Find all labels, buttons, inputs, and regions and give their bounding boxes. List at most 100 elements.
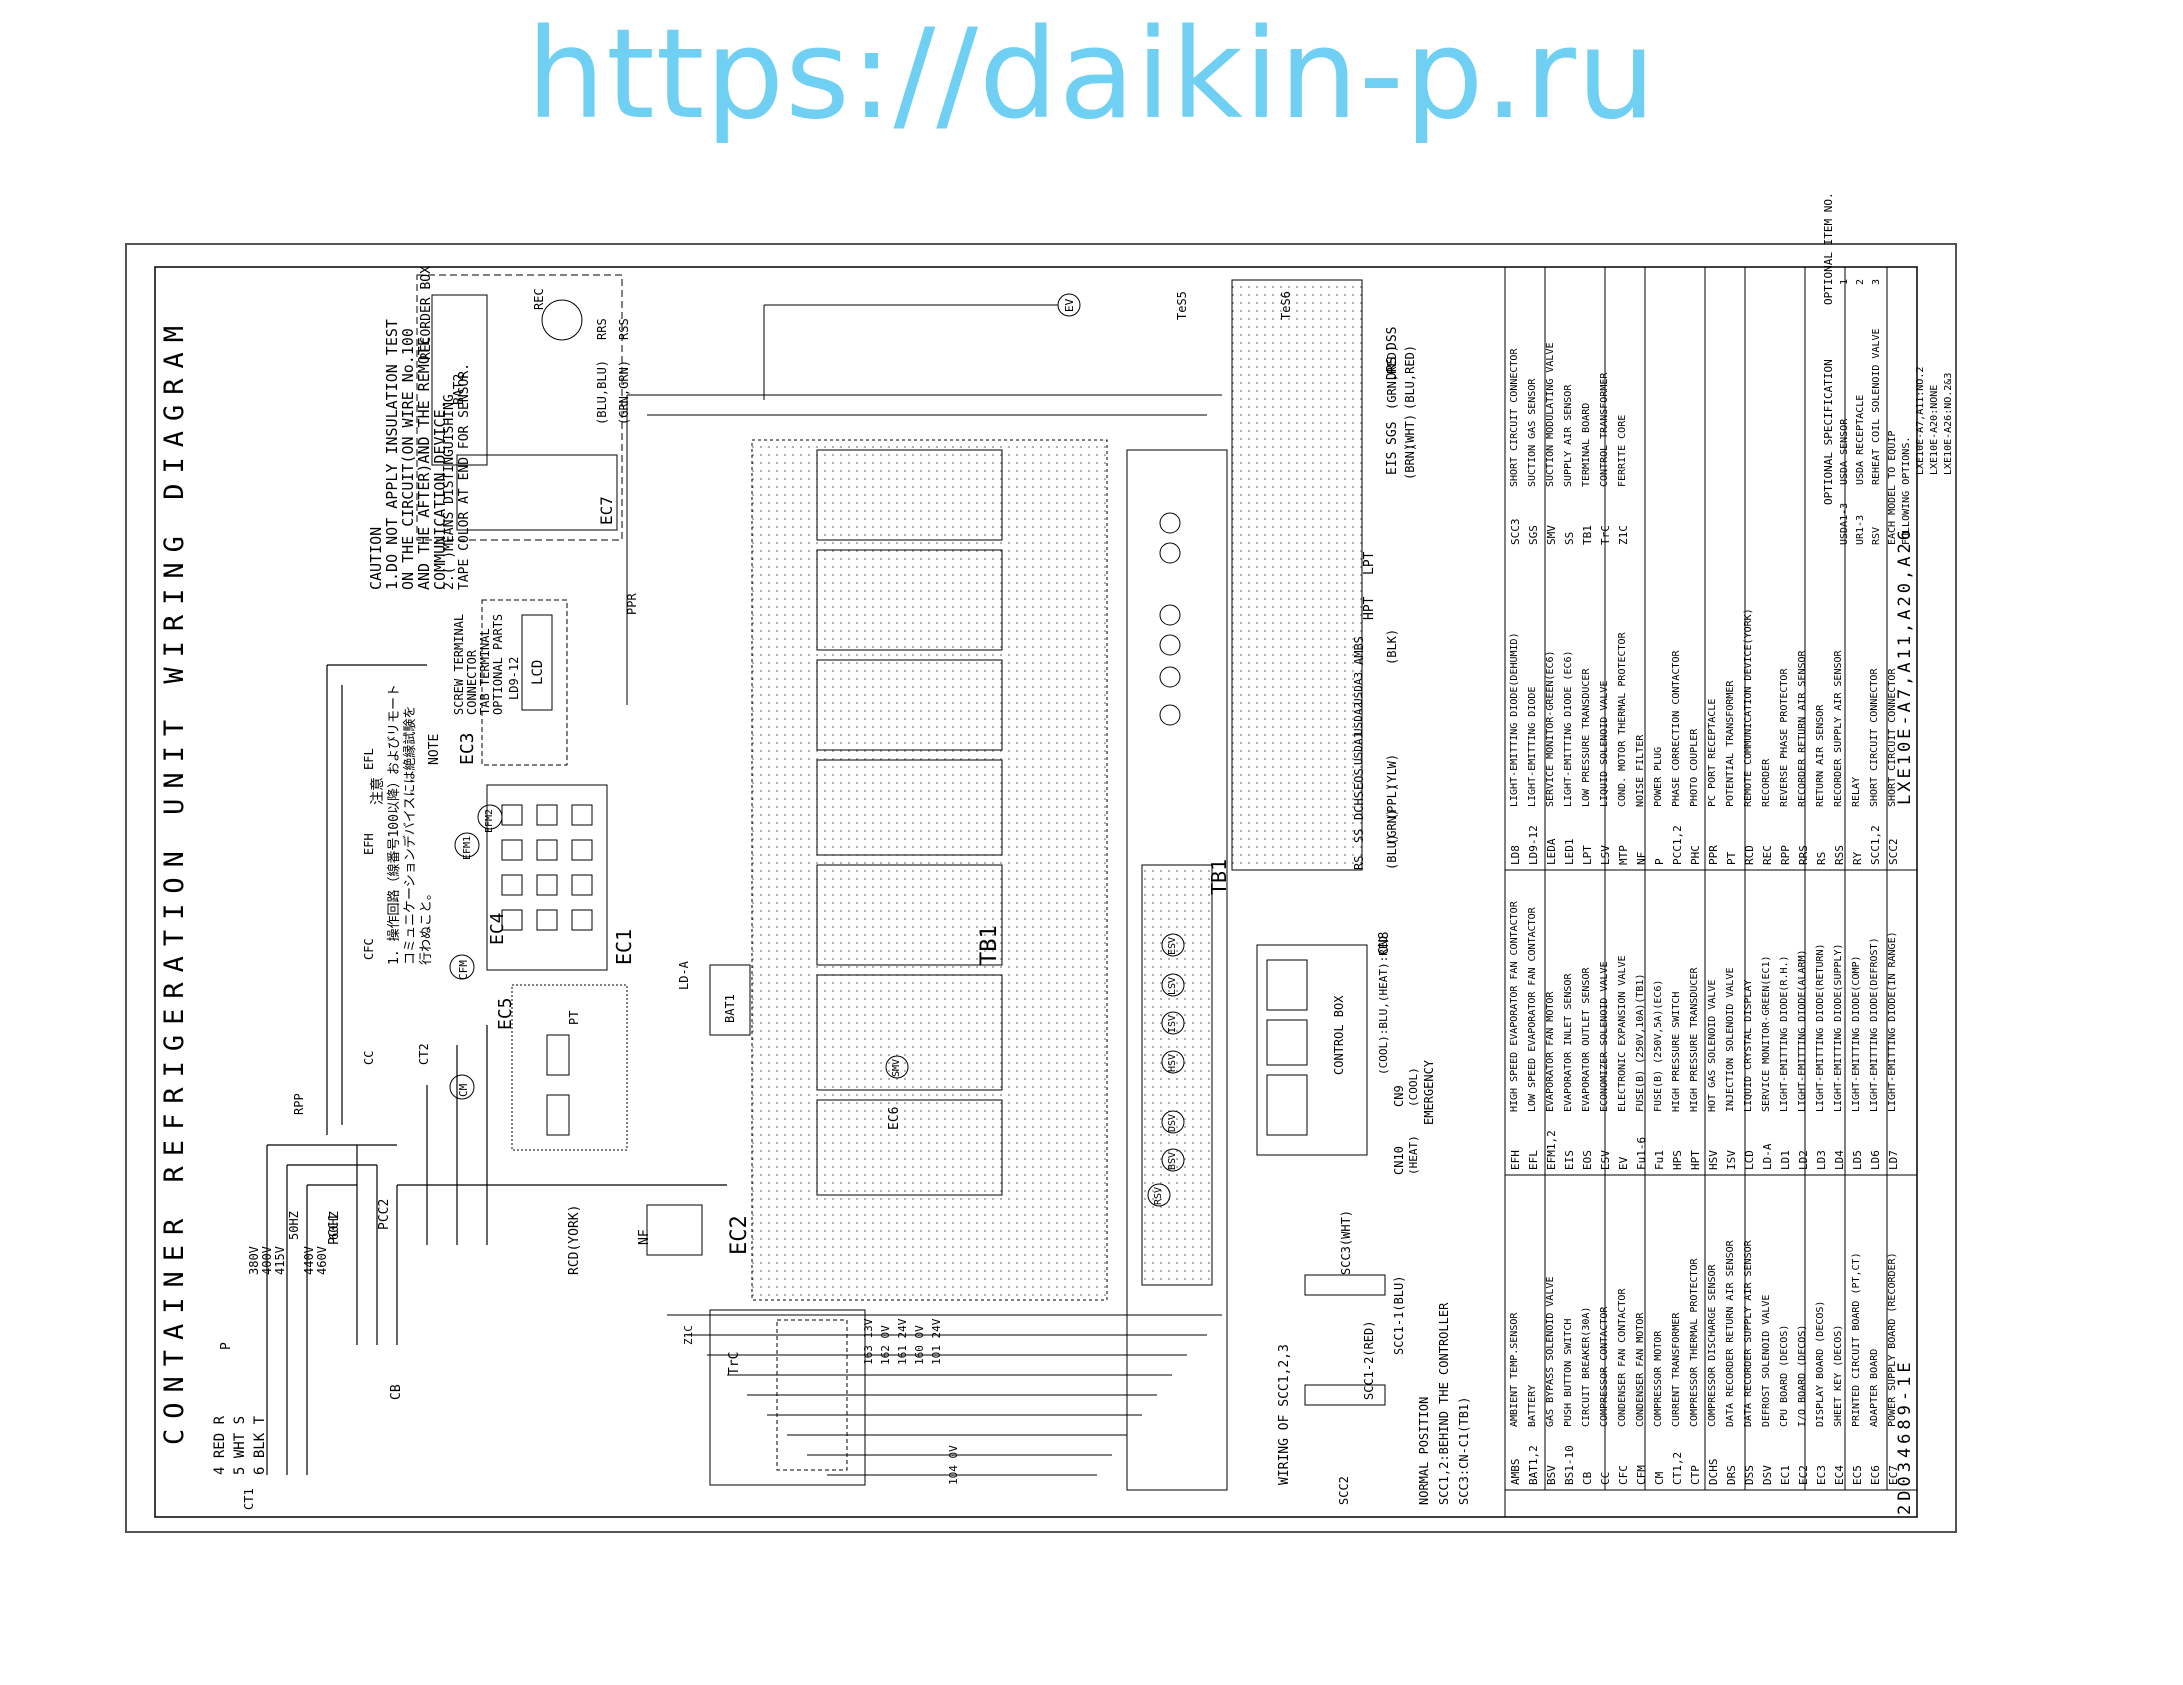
legend-abbrev: RCD: [1743, 845, 1756, 865]
scc-line-4: SCC2: [1337, 1476, 1351, 1505]
sensor-ambs: AMBS: [1352, 636, 1366, 665]
legend-abbrev: CTP: [1689, 1465, 1702, 1485]
legend-description: FUSE(B) (250V,10A)(TB1): [1635, 973, 1646, 1112]
legend-abbrev: SS: [1563, 531, 1576, 545]
sensor-ss: SS: [1352, 828, 1366, 843]
sensor-usda1: USDA1: [1352, 731, 1365, 765]
legend-table-frame: [1504, 266, 1918, 1518]
ppr-label: PPR: [625, 593, 639, 615]
legend-description: DEFROST SOLENOID VALVE: [1761, 1294, 1772, 1427]
sensor-usda2: USDA2: [1352, 701, 1365, 735]
ec2-relay-groups: [816, 449, 1003, 1196]
sensor-lpt: LPT: [1362, 551, 1377, 575]
legend-abbrev: CFC: [1617, 1465, 1630, 1485]
ztc-label: Z1C: [682, 1325, 695, 1345]
legend-abbrev: LD-A: [1761, 1143, 1774, 1171]
sensor-rrs: RRS: [595, 318, 609, 340]
legend-description: SHEET KEY (DECOS): [1833, 1324, 1844, 1427]
tes6-label: TeS6: [1279, 291, 1293, 320]
legend-abbrev: PT: [1725, 851, 1738, 865]
legend-description: I/O BOARD (DECOS): [1797, 1324, 1808, 1427]
scc-line-6: SCC1,2:BEHIND THE CONTROLLER: [1437, 1302, 1451, 1505]
emergency-label: EMERGENCY: [1422, 1059, 1436, 1125]
legend-abbrev: EC6: [1869, 1465, 1882, 1485]
legend-description: COMPRESSOR THERMAL PROTECTOR: [1689, 1258, 1700, 1427]
phase-label-s: 5 WHT S: [232, 1415, 248, 1475]
valve-esv: ESV: [1167, 936, 1178, 955]
control-box-label: CONTROL BOX: [1332, 995, 1346, 1075]
tb1-inner: [1141, 864, 1213, 1286]
tb1-label: TB1: [977, 925, 1002, 965]
sensor-drs: DRS: [1385, 356, 1400, 380]
legend-abbrev: LD4: [1833, 1150, 1846, 1170]
cn9-label: CN9: [1392, 1085, 1406, 1107]
bat2-box: [431, 294, 488, 466]
ec7-label: EC7: [597, 496, 616, 525]
legend-description: RELAY: [1851, 776, 1862, 807]
legend-description: FERRITE CORE: [1617, 414, 1628, 487]
legend-description: RECORDER: [1761, 758, 1772, 807]
control-wires: [626, 394, 1222, 1476]
legend-description: CONTROL TRANSFORMER: [1599, 372, 1610, 487]
legend-description: PHOTO COUPLER: [1689, 728, 1700, 807]
legend-abbrev: REC: [1761, 845, 1774, 865]
cc-label: CC: [362, 1050, 376, 1065]
legend-description: PRINTED CIRCUIT BOARD (PT,CT): [1851, 1252, 1862, 1427]
legend-description: FUSE(B) (250V,5A)(EC6): [1653, 979, 1664, 1112]
volt-380: 380V: [247, 1246, 261, 1275]
legend-abbrev: SCC2: [1887, 838, 1900, 866]
legend-abbrev: EFM1,2: [1545, 1130, 1558, 1170]
nf-box: [646, 1204, 703, 1256]
legend-description: DATA RECORDER RETURN AIR SENSOR: [1725, 1240, 1736, 1427]
ec6-label: EC6: [887, 1106, 902, 1130]
ec7-board: [456, 454, 618, 531]
efm2-label: EFM2: [484, 808, 495, 833]
legend-abbrev: EC1: [1779, 1465, 1792, 1485]
ec1-keys: [501, 804, 593, 931]
note-item-2: CONNECTOR: [465, 649, 479, 715]
legend-abbrev: ESV: [1599, 1150, 1612, 1170]
legend-abbrev: EC5: [1851, 1465, 1864, 1485]
optional-spec-description: USDA RECEPTACLE: [1855, 394, 1866, 485]
legend-description: ECONOMIZER SOLENOID VALVE: [1599, 961, 1610, 1112]
legend-abbrev: LD2: [1797, 1150, 1810, 1170]
legend-description: LIGHT-EMITTING DIODE(R.H.): [1779, 955, 1790, 1112]
optional-spec-description: REHEAT COIL SOLENOID VALVE: [1871, 328, 1882, 485]
legend-abbrev: TrC: [1599, 525, 1612, 545]
sensor-rss: RSS: [617, 318, 631, 340]
cfm-symbol: [449, 954, 475, 980]
scc-line-2: SCC1-2(RED): [1362, 1320, 1376, 1400]
control-box-frame: [1256, 944, 1368, 1156]
legend-abbrev: RSS: [1833, 845, 1846, 865]
legend-abbrev: PPR: [1707, 845, 1720, 865]
tap-161: 161 24V: [896, 1318, 909, 1365]
rec-motor-symbol: [541, 299, 583, 341]
legend-description: LIQUID CRYSTAL DISPLAY: [1743, 979, 1754, 1112]
legend-description: LIGHT-EMITTING DIODE (EC6): [1563, 650, 1574, 807]
efm1-symbol: [454, 832, 480, 858]
efl-label: EFL: [362, 748, 376, 770]
legend-abbrev: LPT: [1581, 845, 1594, 865]
legend-description: GAS BYPASS SOLENOID VALVE: [1545, 1276, 1556, 1427]
legend-abbrev: MTP: [1617, 845, 1630, 865]
tap-162: 162 0V: [879, 1325, 892, 1365]
legend-abbrev: SCC3: [1509, 518, 1522, 546]
ct2-label: CT2: [417, 1043, 431, 1065]
legend-abbrev: Z1C: [1617, 525, 1630, 545]
pcc2-label: PCC2: [377, 1198, 392, 1230]
legend-abbrev: EOS: [1581, 1150, 1594, 1170]
sensor-ambs-tape: (BLK): [1385, 628, 1399, 665]
cm-label: CM: [457, 1083, 470, 1097]
legend-abbrev: LCD: [1743, 1150, 1756, 1170]
note-heading: NOTE: [427, 733, 442, 765]
hz60-label: 60HZ: [327, 1211, 341, 1240]
legend-description: POTENTIAL TRANSFORMER: [1725, 680, 1736, 807]
legend-description: NOISE FILTER: [1635, 734, 1646, 807]
optional-item-number: 2: [1855, 278, 1866, 285]
optional-spec-description: USDA SENSOR: [1839, 418, 1850, 485]
lcd-label: LCD: [530, 659, 546, 685]
legend-description: PUSH BUTTON SWITCH: [1563, 1318, 1574, 1427]
caution-jp-line-3: 行わぬこと。: [419, 886, 434, 965]
legend-description: CURRENT TRANSFORMER: [1671, 1312, 1682, 1427]
legend-abbrev: SGS: [1527, 525, 1540, 545]
